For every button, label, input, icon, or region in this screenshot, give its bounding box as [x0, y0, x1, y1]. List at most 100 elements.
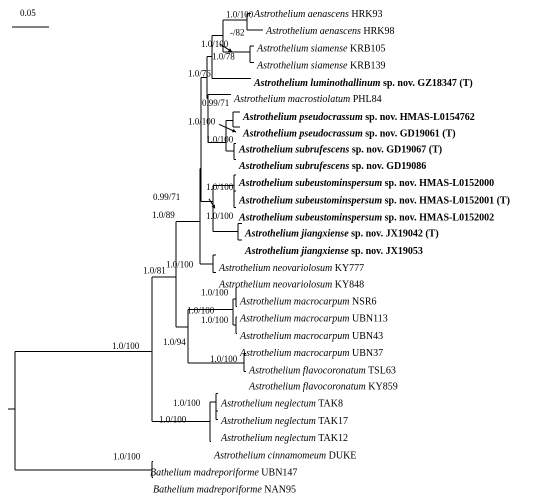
support-value: 1.0/100	[159, 414, 187, 424]
voucher-code: TAK12	[316, 433, 348, 444]
tip-label: Astrothelium pseudocrassum sp. nov. HMAS…	[242, 112, 475, 123]
support-value: 1.0/100	[206, 135, 234, 145]
voucher-code: NAN95	[262, 485, 296, 496]
support-value: 1.0/100	[173, 398, 201, 408]
taxon-suffix: sp. nov.	[349, 229, 384, 240]
taxon-suffix: sp. nov.	[349, 145, 384, 156]
taxon-name: Astrothelium pseudocrassum	[242, 112, 363, 123]
taxon-name: Astrothelium neovariolosum	[218, 263, 332, 274]
taxon-name: Astrothelium macrocarpum	[239, 348, 350, 359]
support-value: -/82	[230, 28, 245, 38]
tip-label: Astrothelium aenascens HRK93	[253, 9, 383, 20]
voucher-code: JX19053	[383, 246, 423, 257]
arrow-head	[228, 48, 232, 52]
taxon-name: Astrothelium luminothallinum	[253, 78, 381, 89]
voucher-code: HMAS-L0152001 (T)	[417, 195, 510, 206]
tip-label: Astrothelium jiangxiense sp. nov. JX1904…	[244, 229, 439, 240]
taxon-name: Astrothelium flavocoronatum	[248, 382, 366, 393]
tip-label: Astrothelium siamense KRB139	[256, 61, 386, 72]
taxon-name: Bathelium madreporiforme	[150, 467, 259, 478]
taxon-suffix: sp. nov.	[363, 112, 398, 123]
support-value: 1.0/100	[226, 9, 254, 19]
tip-label: Astrothelium pseudocrassum sp. nov. GD19…	[242, 128, 456, 139]
tip-label: Astrothelium neglectum TAK12	[220, 433, 348, 444]
taxon-name: Astrothelium subeustominspersum	[238, 213, 382, 224]
voucher-code: HRK98	[361, 26, 395, 37]
tip-label: Astrothelium cinnamomeum DUKE	[213, 450, 356, 461]
tip-label: Astrothelium neovariolosum KY848	[218, 279, 364, 290]
tip-label: Astrothelium macrocarpum UBN113	[239, 314, 388, 325]
taxon-name: Astrothelium macrocarpum	[239, 331, 350, 342]
voucher-code: NSR6	[350, 297, 377, 308]
taxon-name: Astrothelium macrocarpum	[239, 297, 350, 308]
taxon-name: Astrothelium pseudocrassum	[242, 128, 363, 139]
voucher-code: UBN147	[259, 467, 298, 478]
voucher-code: UBN113	[350, 314, 388, 325]
voucher-code: TAK8	[316, 399, 343, 410]
tip-label: Astrothelium aenascens HRK98	[265, 26, 395, 37]
scale-bar: 0.05	[12, 8, 49, 28]
tree-branches	[8, 13, 263, 479]
support-value: 1.0/100	[112, 341, 140, 351]
support-value: 1.0/81	[143, 265, 166, 275]
voucher-code: UBN43	[350, 331, 384, 342]
tip-label: Astrothelium macrocarpum UBN43	[239, 331, 383, 342]
taxon-name: Astrothelium neovariolosum	[218, 279, 332, 290]
taxon-name: Astrothelium flavocoronatum	[248, 365, 366, 376]
voucher-code: GD19067 (T)	[384, 145, 442, 156]
tip-label: Astrothelium macrostiolatum PHL84	[233, 94, 382, 105]
taxon-name: Astrothelium aenascens	[253, 9, 349, 20]
voucher-code: HRK93	[349, 9, 383, 20]
voucher-code: DUKE	[326, 450, 356, 461]
taxon-name: Astrothelium aenascens	[265, 26, 361, 37]
voucher-code: UBN37	[350, 348, 384, 359]
support-value: 1.0/94	[163, 337, 186, 347]
taxon-name: Astrothelium macrocarpum	[239, 314, 350, 325]
support-value: 1.0/78	[212, 51, 235, 61]
support-value: 1.0/89	[152, 210, 175, 220]
voucher-code: GD19086	[384, 161, 427, 172]
taxon-name: Astrothelium subeustominspersum	[238, 195, 382, 206]
voucher-code: HMAS-L0154762	[397, 112, 475, 123]
tip-label: Astrothelium flavocoronatum KY859	[248, 382, 398, 393]
taxon-suffix: sp. nov.	[349, 161, 384, 172]
support-value: 0.99/71	[202, 98, 229, 108]
voucher-code: PHL84	[350, 94, 381, 105]
taxon-suffix: sp. nov.	[382, 195, 417, 206]
taxon-suffix: sp. nov.	[382, 178, 417, 189]
taxon-name: Astrothelium jiangxiense	[244, 246, 349, 257]
voucher-code: HMAS-L0152000	[417, 178, 495, 189]
arrow-head	[211, 204, 215, 209]
tip-label: Astrothelium neglectum TAK8	[220, 399, 343, 410]
taxon-suffix: sp. nov.	[363, 128, 398, 139]
taxon-name: Astrothelium cinnamomeum	[213, 450, 326, 461]
voucher-code: JX19042 (T)	[383, 229, 439, 240]
support-value: 1.0/76	[188, 69, 211, 79]
support-value: 0.99/71	[153, 192, 180, 202]
taxon-name: Astrothelium siamense	[256, 61, 348, 72]
tip-label: Bathelium madreporiforme NAN95	[153, 485, 296, 496]
arrow-head	[232, 128, 236, 133]
support-value: 1.0/100	[210, 354, 238, 364]
tip-labels: Astrothelium aenascens HRK93Astrothelium…	[150, 9, 510, 496]
taxon-name: Astrothelium macrostiolatum	[233, 94, 350, 105]
voucher-code: HMAS-L0152002	[417, 213, 495, 224]
support-values: 1.0/100 -/82 1.0/100 1.0/781.0/76 0.99/71 1.0…	[112, 9, 254, 461]
taxon-name: Bathelium madreporiforme	[153, 485, 262, 496]
support-value: 1.0/100	[201, 315, 229, 325]
tip-label: Astrothelium neovariolosum KY777	[218, 263, 364, 274]
taxon-name: Astrothelium subrufescens	[238, 145, 349, 156]
taxon-suffix: sp. nov.	[380, 78, 415, 89]
taxon-name: Astrothelium neglectum	[220, 399, 316, 410]
support-arrows	[208, 43, 237, 209]
support-value: 1.0/100	[206, 211, 234, 221]
support-value: 1.0/100	[188, 116, 216, 126]
tip-label: Astrothelium subrufescens sp. nov. GD190…	[238, 161, 426, 172]
voucher-code: GZ18347 (T)	[415, 78, 473, 89]
taxon-name: Astrothelium neglectum	[220, 433, 316, 444]
taxon-name: Astrothelium siamense	[256, 43, 348, 54]
voucher-code: KRB105	[347, 43, 385, 54]
tip-label: Astrothelium luminothallinum sp. nov. GZ…	[253, 78, 473, 89]
tip-label: Astrothelium neglectum TAK17	[220, 416, 348, 427]
